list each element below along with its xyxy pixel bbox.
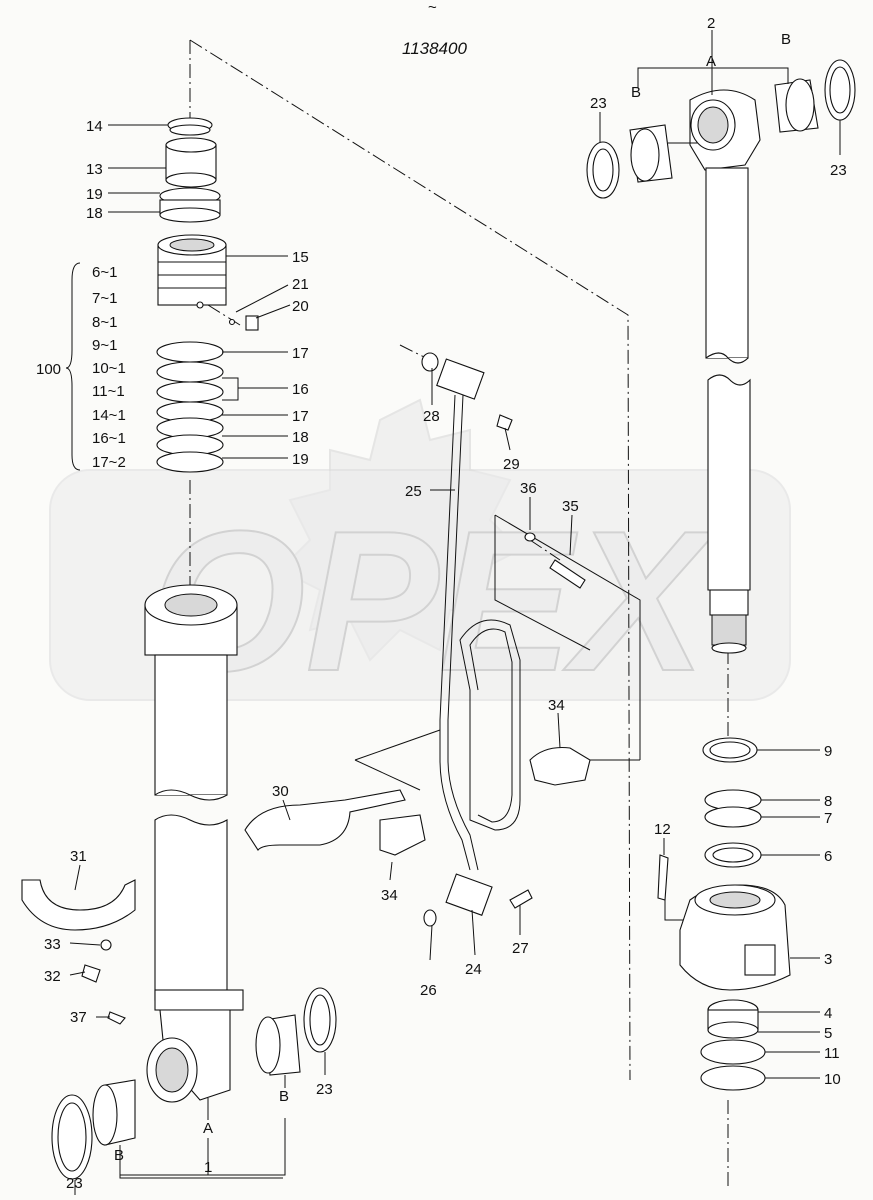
label-B-upper-left: B [631,84,641,101]
oring-26 [423,909,437,927]
label-32: 32 [44,968,61,985]
clamp-34-lower [379,814,426,856]
label-6: 6 [824,848,832,865]
label-26: 26 [420,982,437,999]
label-27: 27 [512,940,529,957]
ring-5 [707,1021,759,1039]
label-2: 2 [707,15,715,32]
kit-item: 6~1 [92,264,117,281]
label-36: 36 [520,480,537,497]
label-5: 5 [824,1025,832,1042]
ring-17-top [156,341,224,363]
label-25: 25 [405,483,422,500]
kit-item: 16~1 [92,430,126,447]
label-A-upper: A [706,53,716,70]
clamps [21,746,591,983]
kit-item: 9~1 [92,337,117,354]
bolt-27 [509,889,533,909]
label-1: 1 [204,1159,212,1176]
assembly-lines [189,39,729,1190]
label-10: 10 [824,1071,841,1088]
screw-20 [245,315,259,331]
watermark-text: OPEX [150,490,716,713]
label-B-upper-right: B [781,31,791,48]
label-18-lower: 18 [292,429,309,446]
label-11: 11 [824,1045,840,1062]
label-100: 100 [36,361,61,378]
label-17-lower: 17 [292,408,309,425]
label-19-top: 19 [86,186,103,203]
label-31: 31 [70,848,87,865]
label-24: 24 [465,961,482,978]
label-7: 7 [824,810,832,827]
grease-nipple-37 [107,1011,126,1025]
label-23-top-left: 23 [590,95,607,112]
flange-28 [436,358,485,400]
label-23-lower-left: 23 [66,1175,83,1192]
part-labels: 14 13 19 18 15 21 20 17 16 17 18 19 100 … [36,15,847,1192]
cylinder-tube-1 [107,584,244,1103]
label-8: 8 [824,793,832,810]
kit-item: 10~1 [92,360,126,377]
bolt-35 [549,559,586,589]
label-12: 12 [654,821,671,838]
label-B-lower-left: B [114,1147,124,1164]
kit-item: 14~1 [92,407,126,424]
label-35: 35 [562,498,579,515]
label-34-upper: 34 [548,697,565,714]
label-19-lower: 19 [292,451,309,468]
kit-list: 6~1 7~1 8~1 9~1 10~1 11~1 14~1 16~1 17~2 [92,264,126,471]
bolt-32 [81,964,101,983]
piston-rod-2 [586,59,856,654]
label-15: 15 [292,249,309,266]
bolt-29 [496,414,513,431]
label-34-lower: 34 [381,887,398,904]
label-16: 16 [292,381,309,398]
clamp-34-upper [529,746,591,786]
label-4: 4 [824,1005,832,1022]
label-23-mid-left: 23 [316,1081,333,1098]
label-13: 13 [86,161,103,178]
drawing-number: 1138400 [402,39,467,58]
ball-21 [228,318,236,326]
washer-33 [100,939,112,951]
ring-10 [700,1065,766,1091]
label-3: 3 [824,951,832,968]
ring-11 [700,1039,766,1065]
pipe-25 [421,352,586,927]
label-33: 33 [44,936,61,953]
label-14: 14 [86,118,103,135]
label-20: 20 [292,298,309,315]
left-pin-parts [51,987,337,1180]
kit-item: 8~1 [92,314,117,331]
kit-item: 7~1 [92,290,117,307]
washer-36 [524,532,536,542]
leader-lines [65,30,841,1195]
rod-seal-stack [156,117,259,473]
label-29: 29 [503,456,520,473]
label-9: 9 [824,743,832,760]
label-21: 21 [292,276,309,293]
clamp-30 [244,789,406,851]
clamp-31 [21,879,136,931]
label-17-upper: 17 [292,345,309,362]
kit-item: 11~1 [92,383,125,400]
label-28: 28 [423,408,440,425]
label-18-top: 18 [86,205,103,222]
label-30: 30 [272,783,289,800]
flange-24 [445,873,493,916]
label-37: 37 [70,1009,87,1026]
top-mark: ~ [428,0,437,16]
kit-item: 17~2 [92,454,126,471]
label-23-top-right: 23 [830,162,847,179]
bolt-12 [657,854,669,901]
label-A-lower: A [203,1120,213,1137]
cylinder-head-3 [657,737,791,1091]
ring-7 [704,806,762,828]
label-B-lower-right: B [279,1088,289,1105]
